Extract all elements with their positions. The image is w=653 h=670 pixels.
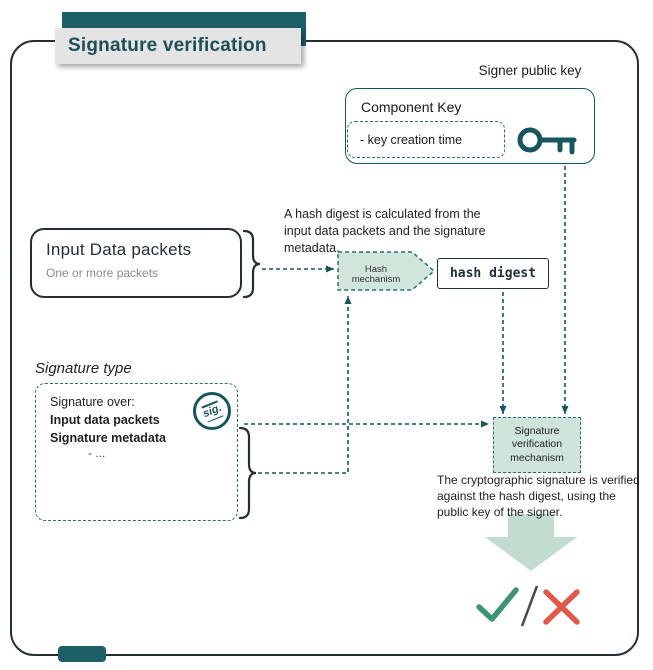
metadata-placeholder-text: - ... [88, 446, 106, 460]
signature-over-label: Signature over: [50, 395, 135, 409]
verification-note: The cryptographic signature is verified … [437, 473, 640, 520]
input-data-packets-title: Input Data packets [46, 240, 192, 259]
hash-digest-note: A hash digest is calculated from the inp… [284, 207, 486, 255]
hash-mechanism-label: Hash mechanism [351, 264, 401, 286]
bottom-accent-tab [58, 646, 106, 662]
signature-over-item-input: Input data packets [50, 413, 160, 427]
component-key-title: Component Key [361, 99, 462, 115]
input-data-packets-box [30, 228, 242, 298]
diagram-title-text: Signature verification [68, 35, 267, 56]
hash-digest-box: hash digest [437, 258, 549, 289]
input-data-packets-subtitle: One or more packets [46, 266, 159, 280]
key-icon [517, 127, 577, 155]
signature-over-item-metadata: Signature metadata [50, 431, 167, 445]
signature-verification-mechanism-box: Signature verification mechanism [493, 417, 581, 473]
diagram-title: Signature verification [55, 28, 301, 64]
signature-type-label: Signature type [35, 360, 132, 377]
signer-public-key-label: Signer public key [478, 63, 582, 78]
signature-stamp-icon: sig. [193, 392, 231, 430]
key-creation-time-box: - key creation time [347, 121, 505, 158]
